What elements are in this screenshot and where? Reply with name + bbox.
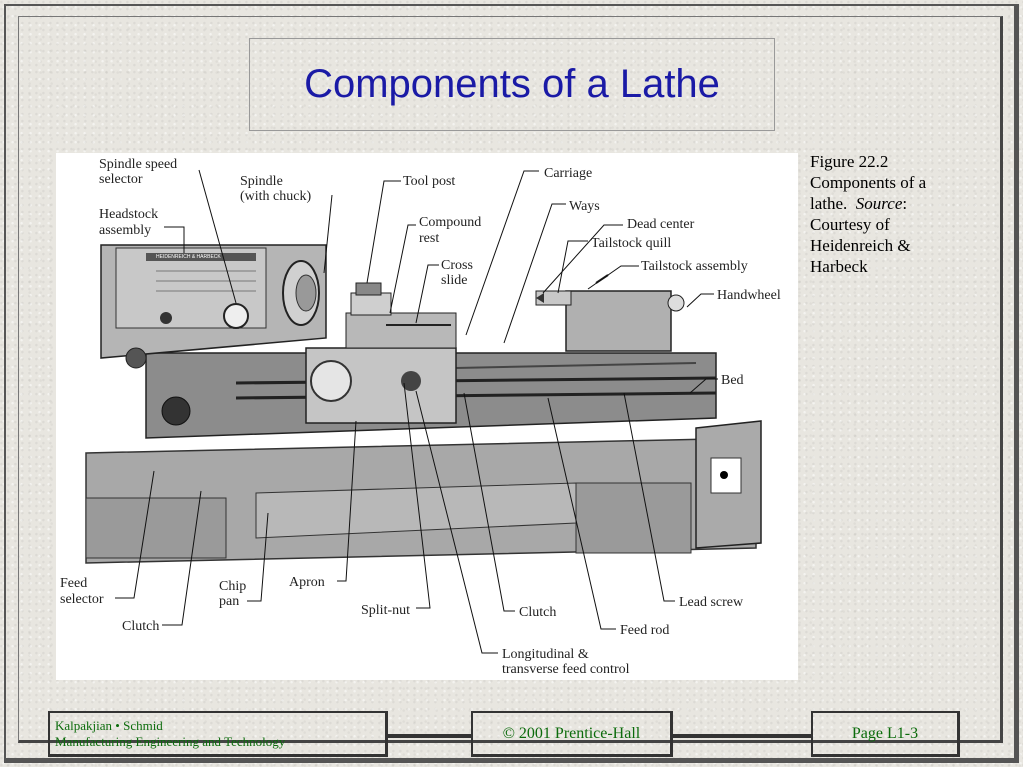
label-chip-pan: Chip xyxy=(219,579,246,594)
label-longitudinal-feed-2: transverse feed control xyxy=(502,662,630,677)
label-handwheel: Handwheel xyxy=(717,288,781,303)
label-spindle-speed-selector: Spindle speed xyxy=(99,157,177,172)
machine-plate-text: HEIDENREICH & HARBECK xyxy=(156,254,221,260)
caption-lathe: lathe. xyxy=(810,194,848,213)
label-bed: Bed xyxy=(721,373,744,388)
caption-line-5: Harbeck xyxy=(810,257,868,276)
slide-inner-frame xyxy=(18,16,1003,743)
caption-line-3: Courtesy of xyxy=(810,215,890,234)
caption-line-2: lathe. Source: xyxy=(810,194,908,213)
slide-title: Components of a Lathe xyxy=(304,62,720,106)
slide-outer-frame xyxy=(4,4,1019,763)
footer-book-box: Kalpakjian • Schmid Manufacturing Engine… xyxy=(48,711,388,757)
footer-page-box: Page L1-3 xyxy=(811,711,960,757)
caption-figure-number: Figure 22.2 xyxy=(810,152,889,171)
label-feed-selector: Feed xyxy=(60,576,87,591)
label-feed-selector-2: selector xyxy=(60,592,104,607)
label-cross-slide: Cross xyxy=(441,258,473,273)
figure-caption: Figure 22.2 Components of a lathe. Sourc… xyxy=(810,151,980,277)
label-tailstock-quill: Tailstock quill xyxy=(591,236,671,251)
label-tailstock-assembly: Tailstock assembly xyxy=(641,259,748,274)
label-cross-slide-2: slide xyxy=(441,273,467,288)
footer-book-title: Manufacturing Engineering and Technology xyxy=(55,733,286,749)
caption-line-4: Heidenreich & xyxy=(810,236,911,255)
label-headstock: Headstock xyxy=(99,207,158,222)
footer-connector-left xyxy=(388,734,471,738)
label-spindle-speed-selector-2: selector xyxy=(99,172,143,187)
footer-copyright-box: © 2001 Prentice-Hall xyxy=(471,711,673,757)
label-feed-rod: Feed rod xyxy=(620,623,669,638)
footer-copyright: © 2001 Prentice-Hall xyxy=(502,724,641,742)
label-tool-post: Tool post xyxy=(403,174,455,189)
caption-line-1: Components of a xyxy=(810,173,927,192)
label-compound-2: rest xyxy=(419,231,439,246)
lathe-illustration xyxy=(85,244,762,564)
label-split-nut: Split-nut xyxy=(361,603,410,618)
label-lead-screw: Lead screw xyxy=(679,595,744,610)
label-chip-pan-2: pan xyxy=(219,594,239,609)
leader-lines xyxy=(115,169,718,654)
label-dead-center: Dead center xyxy=(627,217,695,232)
label-spindle: Spindle xyxy=(240,174,283,189)
title-box: Components of a Lathe xyxy=(249,38,775,131)
label-clutch-left: Clutch xyxy=(122,619,159,634)
figure-labels: Spindle speed selector Spindle (with chu… xyxy=(60,157,781,677)
lathe-diagram: Spindle speed selector Spindle (with chu… xyxy=(60,157,781,677)
label-ways: Ways xyxy=(569,199,600,214)
label-compound: Compound xyxy=(419,215,481,230)
label-carriage: Carriage xyxy=(544,166,592,181)
footer-authors: Kalpakjian • Schmid xyxy=(55,717,163,733)
label-longitudinal-feed: Longitudinal & xyxy=(502,647,589,662)
label-apron: Apron xyxy=(289,575,325,590)
lathe-figure: Spindle speed selector Spindle (with chu… xyxy=(56,153,798,680)
label-headstock-2: assembly xyxy=(99,223,151,238)
label-spindle-2: (with chuck) xyxy=(240,189,311,204)
footer-connector-right xyxy=(673,734,811,738)
caption-source-label: Source xyxy=(855,194,903,213)
footer-page-number: Page L1-3 xyxy=(851,724,919,742)
label-clutch-right: Clutch xyxy=(519,605,556,620)
